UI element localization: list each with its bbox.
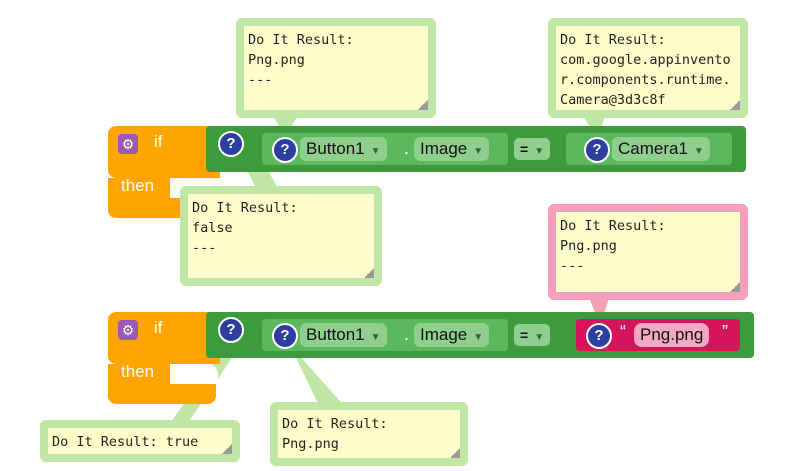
comment-text: Do It Result: true <box>52 434 199 450</box>
component-dropdown[interactable]: Button1 ▼ <box>300 323 387 347</box>
property-dropdown[interactable]: Image ▼ <box>414 323 490 347</box>
resize-handle[interactable] <box>450 448 460 458</box>
comment-bubble[interactable]: Do It Result: Png.png --- <box>236 18 436 118</box>
if-label: if <box>154 132 163 151</box>
if-block-2[interactable]: ⚙ if then <box>108 312 228 404</box>
component-dropdown[interactable]: Camera1 ▼ <box>612 137 710 161</box>
comment-bubble[interactable]: Do It Result: Png.png <box>270 402 468 466</box>
operator-label: = <box>520 141 529 157</box>
component-name: Button1 <box>306 139 365 158</box>
then-label: then <box>121 362 155 381</box>
comment-bubble[interactable]: Do It Result: Png.png --- <box>548 204 748 300</box>
chevron-down-icon: ▼ <box>473 146 484 157</box>
open-quote: “ <box>620 322 626 342</box>
text-value-field[interactable]: Png.png <box>634 323 710 347</box>
property-dropdown[interactable]: Image ▼ <box>414 137 490 161</box>
component-dropdown[interactable]: Button1 ▼ <box>300 137 387 161</box>
comment-text: Do It Result: com.google.appinventor.com… <box>560 32 731 106</box>
operator-label: = <box>520 327 529 343</box>
chevron-down-icon: ▼ <box>370 332 381 343</box>
component-name: Button1 <box>306 325 365 344</box>
comment-bubble[interactable]: Do It Result: true <box>40 420 240 462</box>
gear-icon[interactable]: ⚙ <box>118 320 138 340</box>
property-name: Image <box>420 325 468 344</box>
dot-separator: . <box>404 324 410 344</box>
if-block-2-foot <box>108 382 216 404</box>
chevron-down-icon: ▼ <box>534 146 545 157</box>
close-quote: ” <box>722 322 728 342</box>
question-icon[interactable]: ? <box>272 323 298 349</box>
chevron-down-icon: ▼ <box>473 332 484 343</box>
question-icon[interactable]: ? <box>218 131 244 157</box>
resize-handle[interactable] <box>364 268 374 278</box>
comment-text: Do It Result: Png.png --- <box>248 32 354 88</box>
operator-dropdown[interactable]: =▼ <box>514 138 551 160</box>
if-label: if <box>154 318 163 337</box>
resize-handle[interactable] <box>730 100 740 110</box>
question-icon[interactable]: ? <box>586 323 612 349</box>
question-icon[interactable]: ? <box>584 137 610 163</box>
chevron-down-icon: ▼ <box>693 146 704 157</box>
chevron-down-icon: ▼ <box>534 332 545 343</box>
component-name: Camera1 <box>618 139 688 158</box>
resize-handle[interactable] <box>222 444 232 454</box>
comment-text: Do It Result: false --- <box>192 200 298 256</box>
question-icon[interactable]: ? <box>218 317 244 343</box>
question-icon[interactable]: ? <box>272 137 298 163</box>
if-block-2-notch <box>170 364 218 384</box>
property-name: Image <box>420 139 468 158</box>
comment-text: Do It Result: Png.png <box>282 416 388 452</box>
resize-handle[interactable] <box>418 100 428 110</box>
gear-icon[interactable]: ⚙ <box>118 134 138 154</box>
comment-bubble[interactable]: Do It Result: false --- <box>180 186 382 286</box>
dot-separator: . <box>404 138 410 158</box>
comment-bubble[interactable]: Do It Result: com.google.appinventor.com… <box>548 18 748 118</box>
then-label: then <box>121 176 155 195</box>
operator-dropdown[interactable]: =▼ <box>514 324 551 346</box>
comment-text: Do It Result: Png.png --- <box>560 218 666 274</box>
resize-handle[interactable] <box>730 282 740 292</box>
chevron-down-icon: ▼ <box>370 146 381 157</box>
